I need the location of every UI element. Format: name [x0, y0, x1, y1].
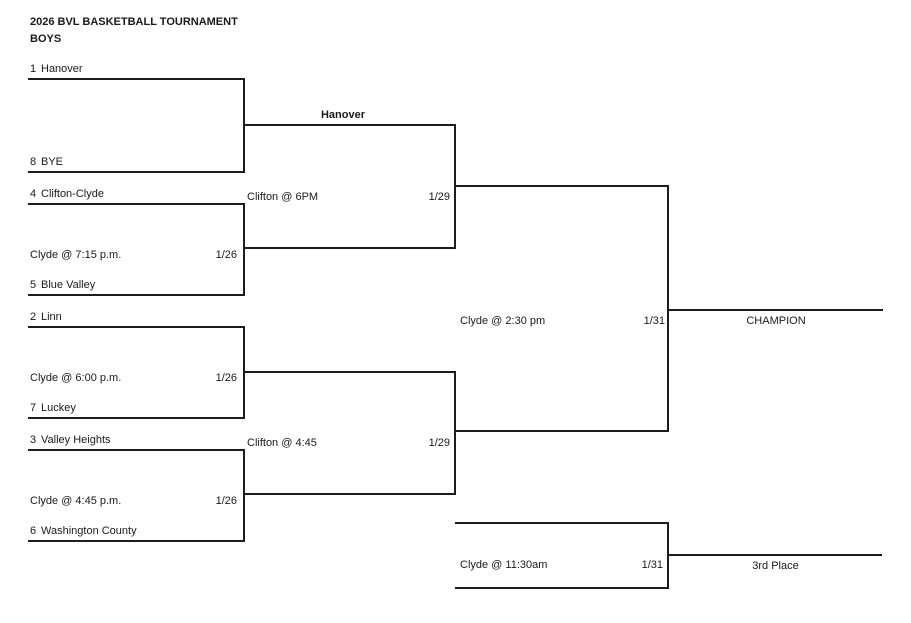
- semifinal2-connector-line: [454, 371, 456, 495]
- team-label: 1 Hanover: [30, 61, 83, 77]
- game-venue-time: Clyde @ 11:30am: [460, 559, 548, 571]
- game-date: 1/26: [215, 249, 237, 261]
- thirdplace-connector-line: [667, 522, 669, 589]
- final-schedule: Clyde @ 2:30 pm 1/31: [460, 313, 665, 329]
- semifinal2-bottom-line: [245, 493, 456, 495]
- team-seed: 5: [30, 279, 37, 291]
- team-seed: 8: [30, 156, 37, 168]
- game-date: 1/31: [643, 315, 665, 327]
- team-name: BYE: [41, 156, 64, 168]
- team-label: 7 Luckey: [30, 400, 76, 416]
- thirdplace-top-line: [455, 522, 669, 524]
- match4-top-line: [28, 449, 245, 451]
- match2-bottom-line: [28, 294, 245, 296]
- team-seed: 3: [30, 434, 37, 446]
- semifinal1-top-line: [245, 124, 456, 126]
- game-venue-time: Clyde @ 2:30 pm: [460, 315, 546, 327]
- team-name: Clifton-Clyde: [41, 188, 104, 200]
- team-label: 8 BYE: [30, 154, 63, 170]
- match2-schedule: Clyde @ 7:15 p.m. 1/26: [30, 247, 237, 263]
- champion-line: [669, 309, 883, 311]
- team-name: Blue Valley: [41, 279, 96, 291]
- team-seed: 4: [30, 188, 37, 200]
- game-venue-time: Clyde @ 6:00 p.m.: [30, 372, 122, 384]
- team-seed: 2: [30, 311, 37, 323]
- match4-bottom-line: [28, 540, 245, 542]
- thirdplace-schedule: Clyde @ 11:30am 1/31: [460, 557, 663, 573]
- semifinal2-schedule: Clifton @ 4:45 1/29: [247, 435, 450, 451]
- semifinal1-advance-line: [456, 185, 669, 187]
- game-date: 1/26: [215, 372, 237, 384]
- game-venue-time: Clyde @ 7:15 p.m.: [30, 249, 122, 261]
- third-place-label: 3rd Place: [752, 560, 799, 572]
- game-date: 1/29: [428, 437, 450, 449]
- game-date: 1/29: [428, 191, 450, 203]
- game-date: 1/26: [215, 495, 237, 507]
- page-title: 2026 BVL BASKETBALL TOURNAMENT: [30, 16, 238, 28]
- thirdplace-advance-line: [669, 554, 882, 556]
- match3-schedule: Clyde @ 6:00 p.m. 1/26: [30, 370, 237, 386]
- match4-connector-line: [243, 449, 245, 542]
- team-label: 4 Clifton-Clyde: [30, 186, 104, 202]
- team-name: Luckey: [41, 402, 76, 414]
- match2-connector-line: [243, 203, 245, 296]
- match1-top-line: [28, 78, 245, 80]
- team-seed: 7: [30, 402, 37, 414]
- game-venue-time: Clifton @ 4:45: [247, 437, 317, 449]
- champion-label: CHAMPION: [746, 315, 806, 327]
- match3-connector-line: [243, 326, 245, 419]
- semifinal1-bottom-line: [245, 247, 456, 249]
- thirdplace-bottom-line: [455, 587, 669, 589]
- game-venue-time: Clifton @ 6PM: [247, 191, 319, 203]
- advancing-team-label: Hanover: [320, 109, 366, 121]
- team-name: Linn: [41, 311, 62, 323]
- team-label: 3 Valley Heights: [30, 432, 111, 448]
- game-venue-time: Clyde @ 4:45 p.m.: [30, 495, 122, 507]
- match3-top-line: [28, 326, 245, 328]
- game-date: 1/31: [641, 559, 663, 571]
- semifinal1-connector-line: [454, 124, 456, 249]
- team-label: 5 Blue Valley: [30, 277, 95, 293]
- page-subtitle: BOYS: [30, 33, 62, 45]
- match1-bottom-line: [28, 171, 245, 173]
- team-name: Hanover: [41, 63, 83, 75]
- match3-bottom-line: [28, 417, 245, 419]
- match4-schedule: Clyde @ 4:45 p.m. 1/26: [30, 493, 237, 509]
- team-name: Washington County: [41, 525, 137, 537]
- team-seed: 6: [30, 525, 37, 537]
- match2-top-line: [28, 203, 245, 205]
- semifinal2-top-line: [245, 371, 456, 373]
- team-label: 2 Linn: [30, 309, 62, 325]
- semifinal2-advance-line: [456, 430, 669, 432]
- semifinal1-schedule: Clifton @ 6PM 1/29: [247, 189, 450, 205]
- team-name: Valley Heights: [41, 434, 111, 446]
- team-label: 6 Washington County: [30, 523, 137, 539]
- team-seed: 1: [30, 63, 37, 75]
- match1-connector-line: [243, 78, 245, 173]
- final-connector-line: [667, 185, 669, 432]
